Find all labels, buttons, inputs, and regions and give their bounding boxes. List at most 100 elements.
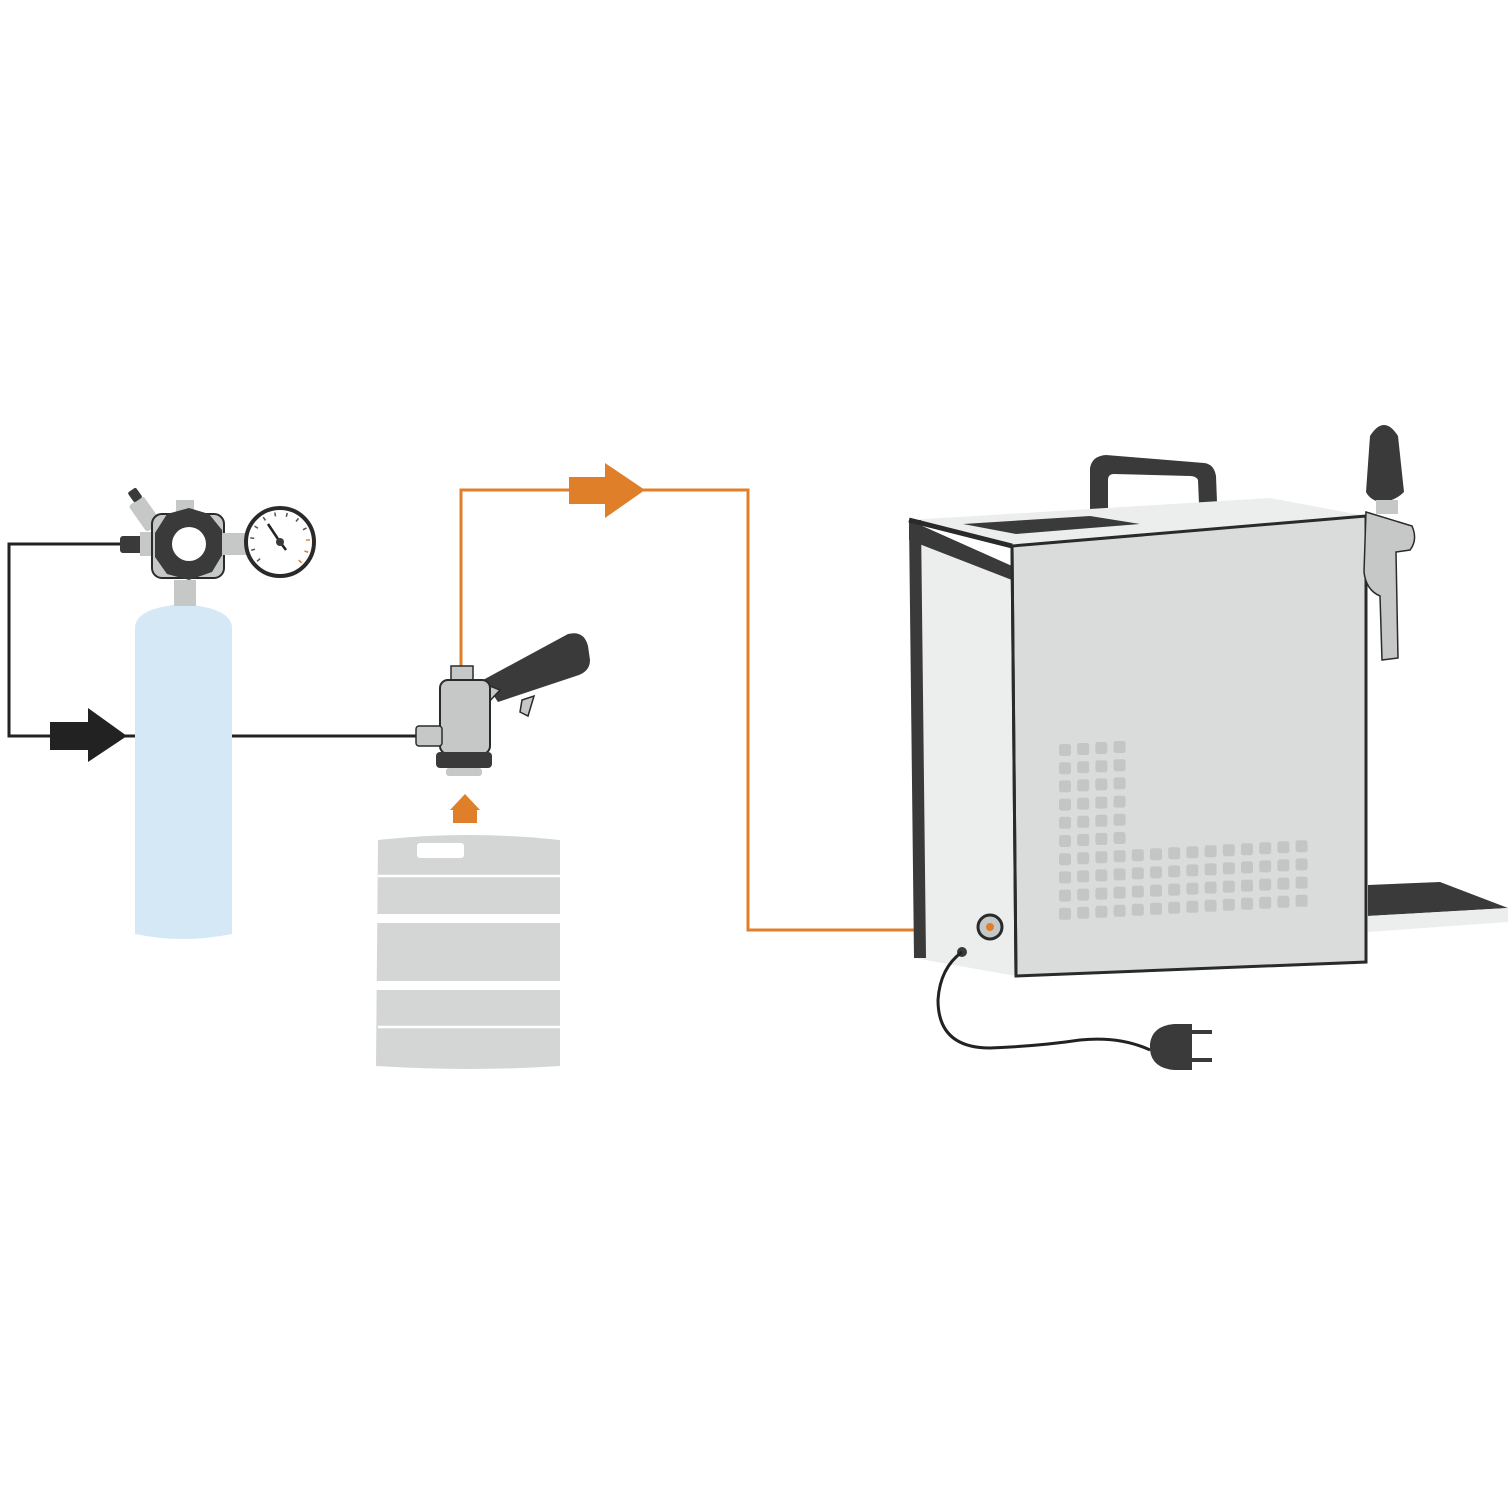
vent-slot	[1059, 744, 1071, 756]
gauge-tick	[298, 559, 303, 564]
vent-slot	[1186, 846, 1199, 859]
gauge-tick	[254, 525, 259, 529]
keg-body	[376, 835, 560, 1069]
tap-faucet-icon	[1363, 510, 1416, 661]
gauge-tick	[304, 550, 309, 553]
cooler-beer-inlet-port-icon	[976, 913, 1004, 941]
vent-slot	[1113, 886, 1126, 899]
gauge-tick	[285, 512, 288, 517]
vent-slot	[1204, 899, 1217, 912]
vent-slot	[1168, 883, 1181, 896]
vent-slot	[1204, 881, 1217, 894]
vent-slot	[1095, 778, 1108, 791]
vent-slot	[1113, 741, 1126, 753]
coupler-body	[439, 679, 491, 755]
vent-slot	[1277, 895, 1290, 908]
drip-tray	[1368, 882, 1508, 916]
cooler-carry-handle	[1090, 455, 1218, 528]
vent-slot	[1295, 858, 1308, 871]
pressure-gauge-icon	[244, 506, 316, 578]
vent-slot	[1113, 868, 1126, 881]
gauge-tick	[250, 537, 255, 540]
vent-slot	[1077, 797, 1090, 810]
vent-slot	[1077, 815, 1090, 828]
vent-slot	[1095, 869, 1108, 882]
vent-slot	[1259, 860, 1272, 873]
vent-slot	[1277, 859, 1290, 872]
vent-slot	[1077, 834, 1090, 846]
vent-slot	[1095, 887, 1108, 900]
pressure-regulator	[120, 488, 316, 580]
keg-handle-slot	[417, 843, 464, 858]
vent-slot	[1277, 841, 1290, 854]
beer-line	[450, 463, 990, 932]
regulator-inlet-fitting	[120, 536, 146, 553]
vent-slot	[1222, 898, 1235, 911]
vent-slot	[1150, 848, 1162, 861]
vent-slot	[1295, 876, 1308, 889]
vent-slot	[1222, 862, 1235, 875]
beer-up-arrow-icon	[450, 794, 480, 823]
vent-slot	[1295, 894, 1308, 907]
vent-slot	[1095, 796, 1108, 809]
vent-slot	[1222, 844, 1235, 857]
vent-slot	[1095, 742, 1108, 754]
vent-slot	[1150, 902, 1162, 915]
gauge-tick	[274, 512, 277, 517]
cooler-top	[909, 498, 1366, 546]
beer-cooler	[908, 455, 1508, 978]
coupler-lever-handle	[483, 633, 590, 702]
vent-slot	[1277, 877, 1290, 890]
vent-slot	[1077, 852, 1090, 865]
vent-slot	[1095, 833, 1108, 845]
vent-slot	[1077, 906, 1090, 919]
beer-flow-arrow-icon	[569, 463, 645, 518]
keg-coupler	[415, 633, 590, 776]
vent-slot	[1095, 851, 1108, 864]
vent-slot	[1113, 813, 1126, 826]
vent-slot	[1113, 795, 1126, 808]
vent-slot	[1168, 865, 1181, 878]
vent-slot	[1241, 861, 1253, 874]
vent-slot	[1131, 867, 1144, 880]
vent-slot	[1059, 762, 1071, 775]
cylinder-body	[135, 604, 232, 939]
vent-slot	[1241, 897, 1253, 910]
vent-slot	[1186, 864, 1199, 877]
gauge-tick	[295, 517, 300, 522]
gauge-tick	[262, 516, 267, 521]
vent-slot	[1077, 888, 1090, 901]
cable-path	[936, 950, 1151, 1052]
vent-slot	[1095, 760, 1108, 773]
vent-slot	[1150, 884, 1162, 897]
vent-slot	[1113, 759, 1126, 772]
vent-slot	[1059, 907, 1071, 920]
tap-handle-icon	[1366, 425, 1404, 502]
vent-slot	[1186, 900, 1199, 913]
beer-line-path	[459, 488, 990, 932]
vent-slot	[1059, 816, 1071, 829]
vent-slot	[1259, 896, 1272, 909]
vent-slot	[1131, 849, 1144, 862]
vent-slot	[1113, 904, 1126, 917]
vent-slot	[1295, 840, 1308, 853]
vent-slot	[1095, 814, 1108, 827]
vent-slot	[1095, 905, 1108, 918]
vent-slot	[1150, 866, 1162, 879]
vent-slot	[1059, 871, 1071, 884]
vent-slot	[1077, 779, 1090, 792]
power-plug-icon	[1150, 1024, 1212, 1070]
vent-slot	[1059, 780, 1071, 793]
gauge-tick	[256, 558, 261, 562]
cooler-vent-grid	[1059, 741, 1308, 920]
gauge-tick	[250, 548, 256, 551]
vent-slot	[1168, 847, 1181, 860]
cylinder-valve-neck	[174, 580, 196, 606]
vent-slot	[1077, 743, 1090, 755]
cooler-side-panel	[909, 520, 1016, 976]
beer-tap	[1363, 425, 1416, 661]
vent-slot	[1186, 882, 1199, 895]
vent-slot	[1259, 842, 1272, 855]
vent-slot	[1222, 880, 1235, 893]
